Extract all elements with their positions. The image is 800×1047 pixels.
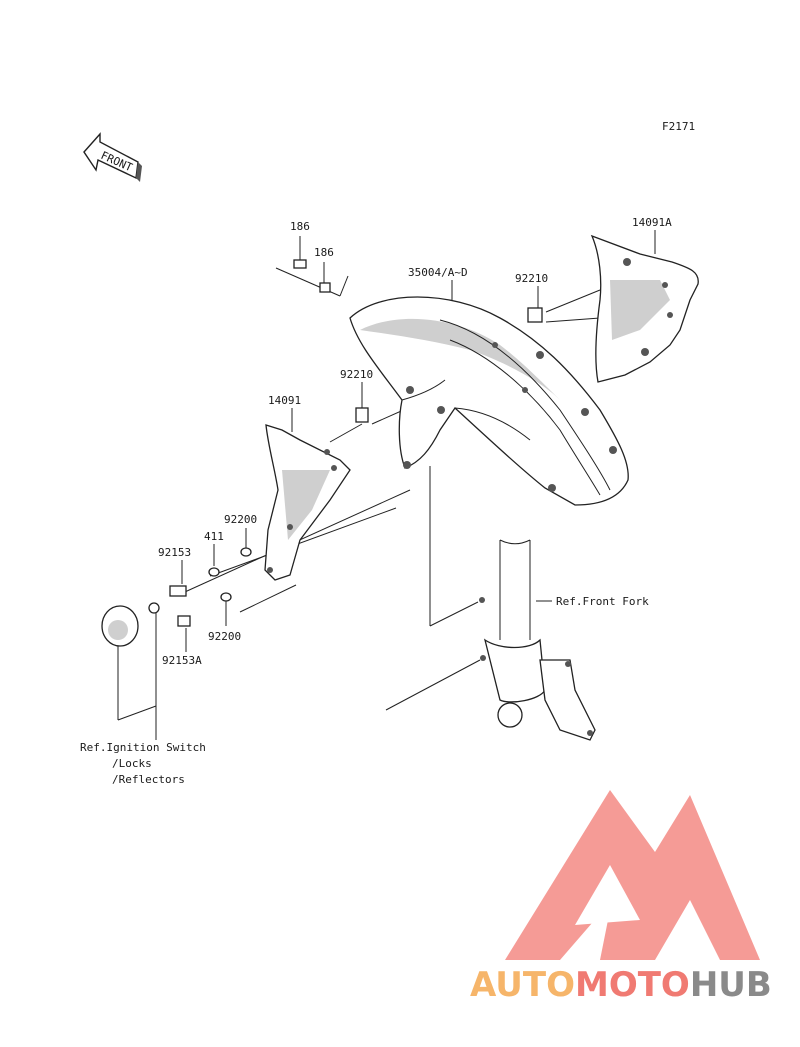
- label-92200-b: 92200: [208, 630, 241, 643]
- label-14091: 14091: [268, 394, 301, 407]
- front-fender: [349, 296, 629, 506]
- front-fork: [479, 539, 596, 741]
- left-side-cover: [264, 424, 351, 581]
- label-92153A: 92153A: [162, 654, 202, 667]
- ref-locks: /Locks: [112, 757, 152, 770]
- clips: [293, 259, 543, 423]
- label-35004: 35004/A~D: [408, 266, 468, 279]
- label-14091A: 14091A: [632, 216, 672, 229]
- right-side-cover: [590, 234, 699, 383]
- ref-front-fork: Ref.Front Fork: [556, 595, 649, 608]
- reflector: [101, 605, 139, 647]
- ref-ignition-switch: Ref.Ignition Switch: [80, 741, 206, 754]
- label-92153: 92153: [158, 546, 191, 559]
- fasteners: [148, 547, 252, 627]
- logo-triangle-icon: [505, 790, 760, 960]
- front-arrow-icon: FRONT: [83, 132, 142, 182]
- label-92210-a: 92210: [515, 272, 548, 285]
- label-186-b: 186: [314, 246, 334, 259]
- logo-moto: MOTO: [575, 965, 690, 1005]
- ref-reflectors: /Reflectors: [112, 773, 185, 786]
- logo-text: AUTOMOTOHUB: [470, 965, 772, 1005]
- logo-hub: HUB: [690, 965, 772, 1005]
- figure-code: F2171: [662, 120, 695, 133]
- watermark-logo: AUTOMOTOHUB: [470, 790, 772, 1005]
- logo-auto: AUTO: [470, 965, 575, 1005]
- label-92210-b: 92210: [340, 368, 373, 381]
- label-92200-a: 92200: [224, 513, 257, 526]
- label-411: 411: [204, 530, 224, 543]
- label-186-a: 186: [290, 220, 310, 233]
- leader-lines: [117, 230, 656, 740]
